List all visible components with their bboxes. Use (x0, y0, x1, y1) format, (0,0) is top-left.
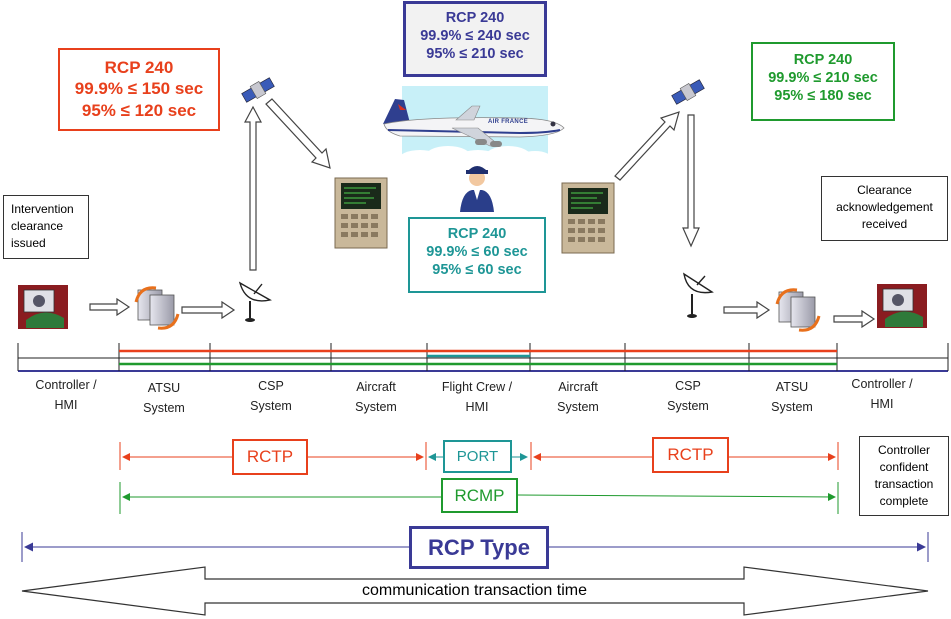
fms-terminal-icon (561, 182, 615, 254)
segment-label-line1: Aircraft (356, 380, 396, 394)
segment-label-line2: System (771, 400, 813, 414)
segment-label: Controller / HMI (16, 375, 116, 415)
segment-label-line1: Controller / (851, 377, 913, 391)
segment-label: CSP System (638, 376, 738, 416)
segment-label: Aircraft System (528, 377, 628, 417)
event-note-acknowledgement: Clearance acknowledgement received (821, 176, 948, 241)
segment-label: Controller / HMI (832, 374, 932, 414)
controller-workstation-icon (18, 285, 68, 329)
flow-arrow (89, 297, 876, 329)
segment-label: Flight Crew / HMI (427, 377, 527, 417)
transaction-time-label: communication transaction time (362, 582, 587, 599)
note-line: Clearance (857, 183, 912, 197)
uplink-arrow (614, 111, 680, 181)
rctp-tag-right: RCTP (652, 437, 729, 473)
segment-label-line2: HMI (54, 398, 78, 412)
dish-antenna-icon (683, 272, 714, 318)
rcmp-tag: RCMP (441, 478, 518, 513)
airplane-icon (383, 99, 565, 147)
rcp-box-aircraft: RCP 240 99.9% ≤ 210 sec 95% ≤ 180 sec (751, 42, 895, 121)
rctp-left-arrow (119, 442, 427, 470)
segment-timeline (17, 343, 949, 372)
segment-label: CSP System (221, 376, 321, 416)
rcp-box-line2: 95% ≤ 180 sec (774, 88, 872, 105)
event-note-start: Intervention clearance issued (3, 195, 89, 259)
event-note-complete: Controller confident transaction complet… (859, 436, 949, 516)
segment-label-line1: Flight Crew / (441, 380, 513, 394)
segment-label-line1: ATSU (147, 381, 181, 395)
rcp-type-tag: RCP Type (409, 526, 549, 569)
downlink-arrow (265, 98, 331, 169)
transaction-time-arrow (21, 566, 929, 616)
rcp-box-line2: 95% ≤ 60 sec (432, 262, 522, 279)
rctp-right-arrow (530, 442, 839, 470)
rcmp-arrow (119, 482, 839, 514)
rcp-box-flight-crew: RCP 240 99.9% ≤ 60 sec 95% ≤ 60 sec (408, 217, 546, 293)
segment-label-line1: Controller / (35, 378, 97, 392)
rcp-type-arrow (21, 532, 929, 562)
dish-antenna-icon (238, 281, 272, 322)
segment-label-line2: System (143, 401, 185, 415)
rcp-box-line1: 99.9% ≤ 60 sec (426, 244, 528, 261)
note-line: acknowledgement (836, 200, 933, 214)
segment-label-line2: System (667, 399, 709, 413)
segment-label-line1: CSP (675, 379, 701, 393)
downlink-arrow (682, 114, 700, 248)
segment-label: ATSU System (742, 377, 842, 417)
satellite-icon (671, 79, 705, 105)
segment-label-line1: Aircraft (558, 380, 598, 394)
rcp-box-title: RCP 240 (447, 226, 507, 242)
note-line: confident (879, 460, 929, 474)
note-line: issued (11, 236, 46, 250)
uplink-arrow (244, 105, 262, 271)
segment-label-line2: System (557, 400, 599, 414)
pilot-icon (460, 166, 494, 212)
segment-label: Aircraft System (326, 377, 426, 417)
port-tag: PORT (443, 440, 512, 473)
rcp-box-line1: 99.9% ≤ 150 sec (74, 79, 204, 99)
atsu-server-icon (775, 288, 821, 332)
rcp-box-overall: RCP 240 99.9% ≤ 240 sec 95% ≤ 210 sec (403, 1, 547, 77)
segment-label-line2: HMI (870, 397, 894, 411)
rcp-box-controller: RCP 240 99.9% ≤ 150 sec 95% ≤ 120 sec (58, 48, 220, 131)
segment-label-line2: System (355, 400, 397, 414)
rcp-box-title: RCP 240 (793, 52, 853, 68)
note-line: Intervention (11, 202, 74, 216)
segment-label: ATSU System (114, 378, 214, 418)
rcp-box-line1: 99.9% ≤ 240 sec (420, 28, 530, 45)
atsu-server-icon (134, 286, 180, 330)
rcp-box-line2: 95% ≤ 210 sec (426, 46, 524, 63)
rcp-box-line1: 99.9% ≤ 210 sec (768, 70, 878, 87)
note-line: clearance (11, 219, 64, 233)
note-line: transaction (874, 477, 934, 491)
segment-label-line1: ATSU (775, 380, 809, 394)
rcp-box-line2: 95% ≤ 120 sec (81, 100, 197, 120)
note-line: Controller (877, 443, 931, 457)
rcp-box-title: RCP 240 (104, 58, 174, 77)
airplane-livery-text: AIR FRANCE (488, 119, 528, 125)
controller-workstation-icon (877, 284, 927, 328)
segment-label-line2: System (250, 399, 292, 413)
satellite-icon (241, 77, 275, 103)
segment-label-line1: CSP (258, 379, 284, 393)
rcp-box-title: RCP 240 (445, 10, 505, 26)
note-line: received (861, 217, 908, 231)
fms-terminal-icon (334, 177, 388, 249)
note-line: complete (879, 494, 929, 508)
rctp-tag-left: RCTP (232, 439, 308, 475)
segment-label-line2: HMI (465, 400, 489, 414)
